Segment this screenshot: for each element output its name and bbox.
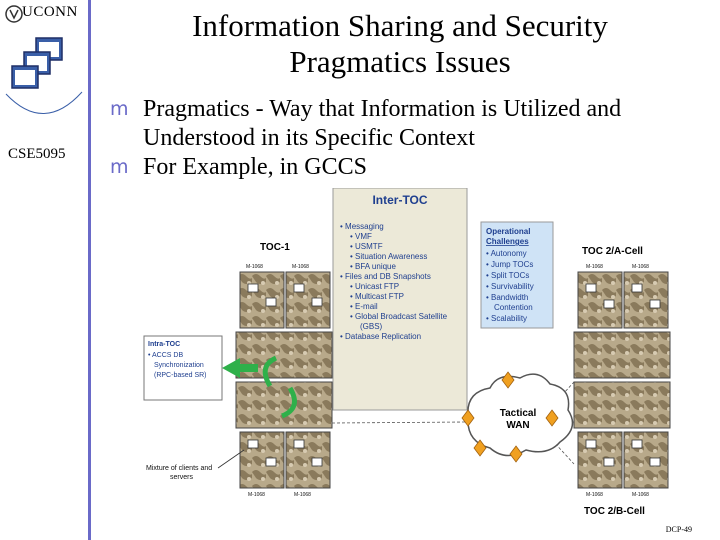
inter-toc-item: • Unicast FTP [350,282,399,291]
bullet-text: Understood in its Specific Context [143,125,475,151]
op-challenges-item: • Jump TOCs [486,260,533,269]
bullet-item: m Pragmatics - Way that Information is U… [110,95,710,153]
operational-challenges-panel: Operational Challenges • Autonomy • Jump… [480,221,554,329]
inter-toc-item: • Messaging [340,222,384,231]
bullet-marker-icon: m [110,156,129,178]
inter-toc-item: • BFA unique [350,262,396,271]
uconn-wordmark: UCONN [22,4,78,20]
vehicle-label: M-1068 [632,492,649,498]
bullet-marker-icon: m [110,98,129,120]
inter-toc-item: (GBS) [360,322,383,331]
op-challenges-title: Challenges [486,237,529,246]
vehicle-label: M-1068 [292,264,309,270]
intra-toc-item: Synchronization [154,362,204,369]
vehicle-label: M-1068 [246,264,263,270]
gccs-network-diagram: Inter-TOC • Messaging • VMF • USMTF • Si… [143,188,671,517]
intra-toc-item: (RPC-based SR) [154,372,207,379]
mixture-label: Mixture of clients and [146,465,212,472]
slide-title-line2: Pragmatics Issues [289,44,511,79]
course-code: CSE5095 [8,146,66,162]
inter-toc-panel: Inter-TOC • Messaging • VMF • USMTF • Si… [332,188,468,411]
inter-toc-title: Inter-TOC [372,193,427,207]
op-challenges-title: Operational [486,227,530,236]
wan-label: Tactical [500,408,537,419]
bullet-text: For Example, in GCCS [143,154,368,180]
tactical-wan-cloud: Tactical WAN [461,371,574,463]
op-challenges-item: • Survivability [486,282,534,291]
intra-toc-item: • ACCS DB [148,352,183,359]
inter-toc-item: • Situation Awareness [350,252,427,261]
op-challenges-item: Contention [494,303,533,312]
inter-toc-item: • VMF [350,232,372,241]
inter-toc-item: • Global Broadcast Satellite [350,312,448,321]
inter-toc-item: • USMTF [350,242,383,251]
toc2-vehicle-cluster: M-1068 M-1068 M-1068 M-1068 [573,264,671,498]
bullet-item: m For Example, in GCCS [110,153,710,182]
slide-title-line1: Information Sharing and Security [192,8,608,43]
op-challenges-item: • Autonomy [486,249,527,258]
op-challenges-item: • Bandwidth [486,293,528,302]
vehicle-label: M-1068 [632,264,649,270]
op-challenges-item: • Scalability [486,314,527,323]
wan-label: WAN [506,420,529,431]
vehicle-label: M-1068 [586,264,603,270]
inter-toc-item: • Files and DB Snapshots [340,272,431,281]
uconn-logo [4,4,88,24]
stacked-windows-icon [11,37,63,89]
inter-toc-item: • E-mail [350,302,378,311]
inter-toc-item: • Database Replication [340,332,421,341]
bullet-list: m Pragmatics - Way that Information is U… [110,95,710,182]
bullet-text: Pragmatics - Way that Information is Uti… [143,96,622,122]
computer-science-seal-logo [5,30,83,130]
slide-title: Information Sharing and Security Pragmat… [100,8,700,80]
vehicle-label: M-1068 [248,492,265,498]
toc2a-label: TOC 2/A-Cell [582,246,643,257]
op-challenges-item: • Split TOCs [486,271,529,280]
vehicle-label: M-1068 [294,492,311,498]
vehicle-label: M-1068 [586,492,603,498]
inter-toc-item: • Multicast FTP [350,292,404,301]
intra-toc-title: Intra-TOC [148,341,180,348]
green-arrow-icon [222,358,258,378]
intra-toc-callout: Intra-TOC • ACCS DB Synchronization (RPC… [143,335,258,401]
uconn-seal-icon [5,5,23,23]
toc1-label: TOC-1 [260,242,290,253]
left-divider [88,0,91,540]
mixture-label: servers [170,474,193,481]
sync-arrows-icon [262,355,297,419]
page-ref: DCP-49 [665,525,692,534]
toc1-vehicle-cluster: M-1068 M-1068 M-1068 M-1068 [235,264,333,498]
toc2b-label: TOC 2/B-Cell [584,506,645,517]
